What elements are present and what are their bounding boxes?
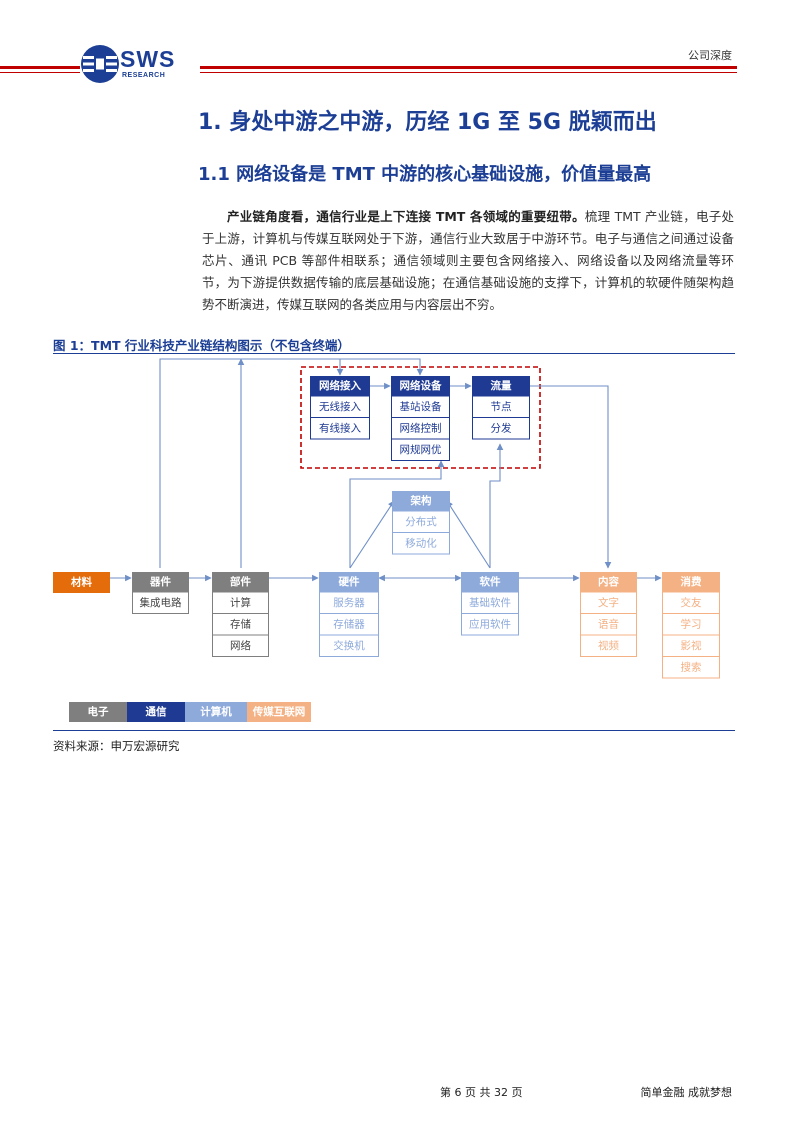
component-item-box [212, 634, 269, 657]
arrow-traffic-content [530, 385, 612, 569]
traffic-item-label: 节点 [491, 401, 512, 413]
sws-logo-icon [81, 45, 119, 83]
content-item-label: 视频 [598, 639, 619, 652]
software-item-box [461, 613, 519, 636]
equipment-item-label: 网络控制 [400, 421, 442, 434]
component-item-label: 计算 [230, 596, 251, 609]
traffic-item-label: 分发 [491, 421, 512, 434]
software-header-label: 软件 [480, 575, 501, 588]
legend-swatch [247, 702, 311, 722]
software-header-box [461, 572, 519, 592]
traffic-header-box [472, 376, 530, 396]
consume-item-label: 影视 [681, 639, 702, 652]
device-item-box [132, 591, 189, 614]
logo-text: SWS [120, 46, 176, 72]
component-item-label: 存储 [230, 617, 251, 630]
content-item-box [580, 634, 637, 657]
legend-swatch [69, 702, 127, 722]
header-rule-right-thin [200, 72, 737, 73]
consume-item-label: 搜索 [681, 660, 702, 673]
equipment-item-label: 网规网优 [400, 443, 442, 456]
header-rule-right [200, 66, 737, 69]
header-rule-left-thin [0, 72, 80, 73]
material-box [53, 572, 110, 593]
figure-title-rule [53, 353, 735, 354]
hardware-item-label: 服务器 [333, 596, 365, 609]
access-header-box [310, 376, 370, 396]
paragraph-body: 梳理 TMT 产业链，电子处于上游，计算机与传媒互联网处于下游，通信行业大致居于… [202, 209, 734, 312]
traffic-item-box [472, 417, 530, 440]
equipment-item-label: 基站设备 [400, 400, 442, 413]
hardware-header-box [319, 572, 379, 592]
device-item-label: 集成电路 [140, 596, 182, 609]
arch-header-label: 架构 [410, 494, 432, 507]
subsection-heading: 1.1 网络设备是 TMT 中游的核心基础设施，价值量最高 [198, 164, 652, 185]
arrow-hardware-arch [349, 500, 395, 569]
header-rule-left [0, 66, 80, 69]
equipment-header-label: 网络设备 [400, 379, 442, 392]
arrow-device-equipment [159, 358, 424, 568]
consume-item-label: 学习 [681, 617, 702, 630]
page-number: 第 6 页 共 32 页 [440, 1086, 523, 1099]
equipment-header-box [391, 376, 450, 396]
material-label: 材料 [70, 576, 92, 589]
consume-header-box [662, 572, 720, 592]
logo-subtext: RESEARCH [122, 72, 166, 79]
hardware-item-box [319, 634, 379, 657]
legend-swatch [127, 702, 185, 722]
telecom-core-dashed-box [300, 366, 541, 469]
arrow-hardware-equipment [349, 460, 445, 568]
arrow-software-traffic [489, 443, 504, 568]
hardware-header-label: 硬件 [339, 575, 360, 588]
legend-label: 电子 [88, 705, 109, 718]
section-heading: 1. 身处中游之中游，历经 1G 至 5G 脱颖而出 [198, 110, 657, 135]
access-item-label: 有线接入 [319, 421, 361, 434]
consume-item-label: 交友 [681, 596, 702, 609]
figure-source: 资料来源：申万宏源研究 [53, 739, 180, 753]
component-header-box [212, 572, 269, 592]
software-item-label: 基础软件 [469, 596, 511, 609]
arch-item-label: 分布式 [405, 515, 437, 528]
arrow-component-access [241, 358, 344, 376]
access-header-label: 网络接入 [319, 379, 361, 392]
arch-header-box [392, 491, 450, 511]
report-type-tag: 公司深度 [688, 49, 732, 62]
component-item-label: 网络 [230, 639, 251, 652]
component-header-label: 部件 [230, 575, 251, 588]
arrow-software-arch [446, 500, 491, 569]
legend-label: 传媒互联网 [252, 705, 306, 718]
arch-item-label: 移动化 [405, 536, 437, 549]
consume-header-label: 消费 [681, 575, 702, 588]
traffic-header-label: 流量 [491, 379, 512, 392]
content-header-label: 内容 [598, 575, 619, 588]
source-rule [53, 730, 735, 731]
legend-swatch [185, 702, 247, 722]
hardware-item-label: 存储器 [333, 617, 365, 630]
consume-item-box [662, 656, 720, 679]
software-item-label: 应用软件 [469, 617, 511, 630]
content-item-label: 语音 [598, 617, 619, 630]
legend-label: 计算机 [200, 705, 232, 718]
content-item-label: 文字 [598, 596, 619, 609]
hardware-item-label: 交换机 [333, 639, 365, 652]
access-item-box [310, 417, 370, 440]
access-item-label: 无线接入 [319, 400, 361, 413]
device-header-box [132, 572, 189, 592]
footer-slogan: 简单金融 成就梦想 [640, 1086, 733, 1099]
content-header-box [580, 572, 637, 592]
figure-title: 图 1：TMT 行业科技产业链结构图示（不包含终端） [53, 338, 350, 353]
paragraph-lead: 产业链角度看，通信行业是上下连接 TMT 各领域的重要纽带。 [227, 209, 585, 224]
body-paragraph: 产业链角度看，通信行业是上下连接 TMT 各领域的重要纽带。梳理 TMT 产业链… [202, 206, 734, 316]
equipment-item-box [391, 438, 450, 461]
arch-item-box [392, 532, 450, 555]
legend-label: 通信 [146, 705, 167, 718]
device-header-label: 器件 [149, 575, 171, 588]
